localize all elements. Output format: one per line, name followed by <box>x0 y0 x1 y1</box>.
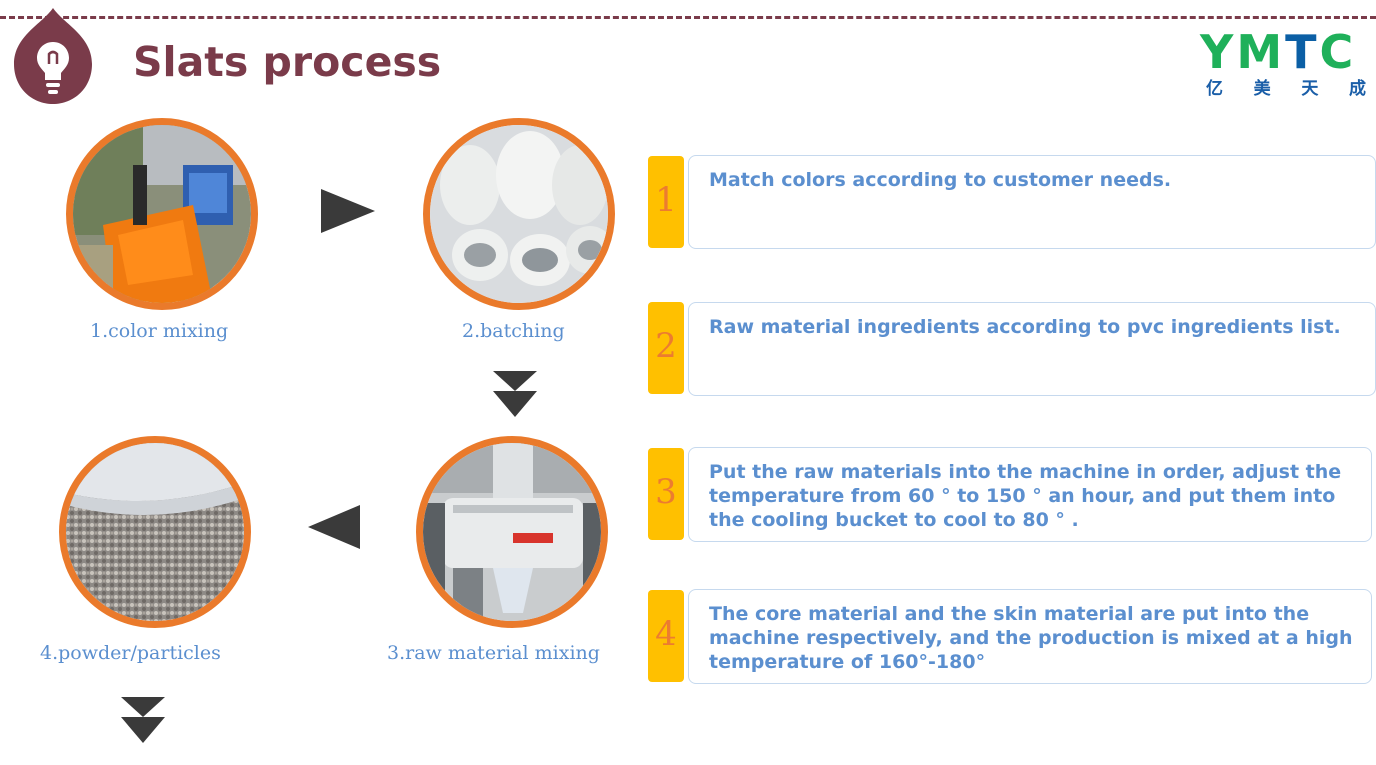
description-box-2: Raw material ingredients according to pv… <box>688 302 1376 396</box>
step-label-batching: 2.batching <box>462 320 565 342</box>
step-number-badge: 4 <box>648 590 684 682</box>
step-number-badge: 2 <box>648 302 684 394</box>
double-arrow-down-icon <box>493 371 537 417</box>
ymtc-logo: YMTC 亿 美 天 成 <box>1200 28 1372 100</box>
description-box-1: Match colors according to customer needs… <box>688 155 1376 249</box>
particles-photo <box>59 436 251 628</box>
step-number-badge: 3 <box>648 448 684 540</box>
mixing-machine-photo <box>416 436 608 628</box>
header-dashed-divider <box>0 16 1376 19</box>
lightbulb-drop-icon <box>14 8 92 104</box>
arrow-left-icon <box>308 505 360 549</box>
logo-subtitle: 亿 美 天 成 <box>1206 79 1366 99</box>
color-mixing-photo <box>66 118 258 310</box>
arrow-right-icon <box>321 189 375 233</box>
page-title: Slats process <box>133 38 442 86</box>
step-label-color-mixing: 1.color mixing <box>90 320 229 342</box>
description-box-3: Put the raw materials into the machine i… <box>688 447 1372 542</box>
double-arrow-down-icon <box>121 697 165 743</box>
step-number-badge: 1 <box>648 156 684 248</box>
batching-photo <box>423 118 615 310</box>
logo-letters: YMTC <box>1200 25 1357 79</box>
step-label-raw-material-mixing: 3.raw material mixing <box>387 642 600 664</box>
description-box-4: The core material and the skin material … <box>688 589 1372 684</box>
step-label-powder-particles: 4.powder/particles <box>40 642 221 664</box>
